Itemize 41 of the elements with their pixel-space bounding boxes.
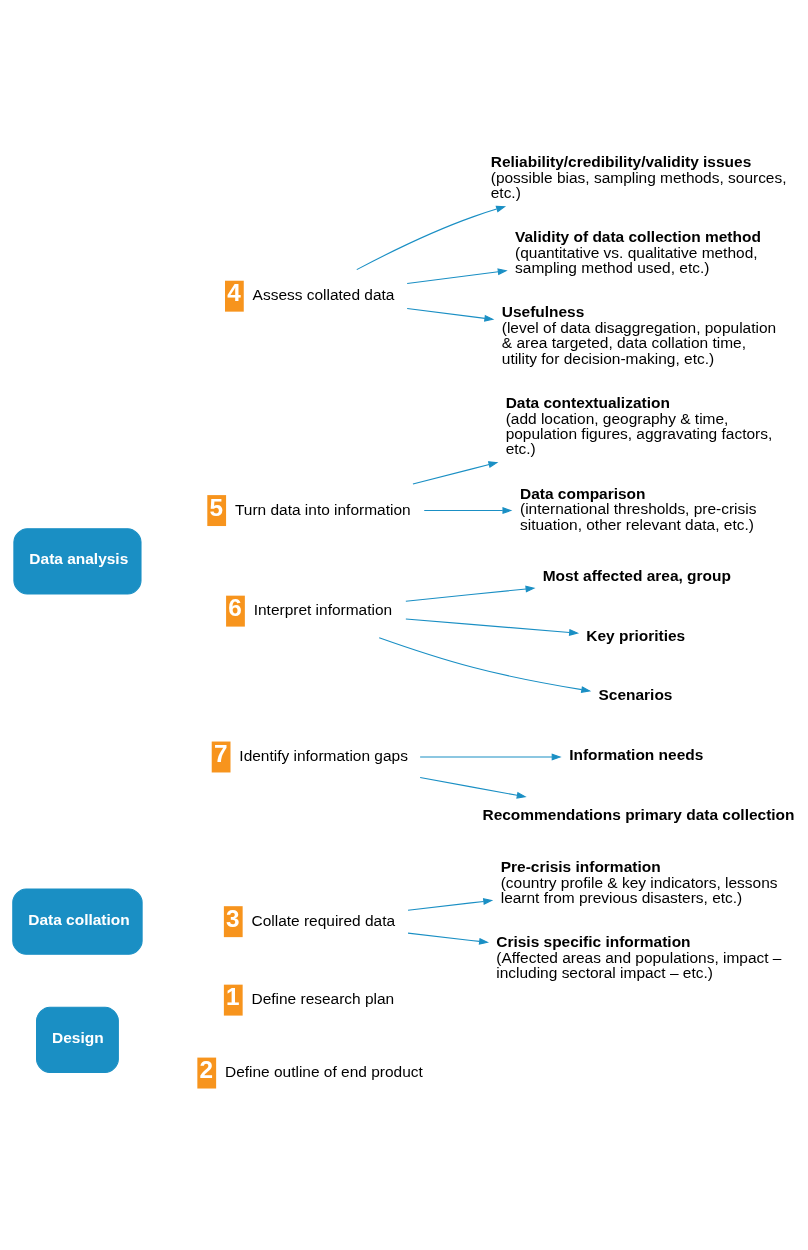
node-box: 6 — [226, 595, 245, 627]
arrow — [406, 267, 508, 284]
arrow — [378, 636, 592, 693]
arrow — [412, 460, 499, 485]
arrow — [407, 932, 490, 945]
node-box: Design — [36, 1006, 119, 1073]
node-text: Most affected area, group — [542, 566, 731, 584]
node-box: 5 — [207, 494, 227, 526]
node-box: Data analysis — [13, 527, 142, 595]
node-label: Interpret information — [253, 600, 393, 618]
node-label: Collate required data — [251, 911, 396, 929]
arrow — [419, 776, 527, 799]
node-label: Turn data into information — [234, 500, 411, 518]
node-label: Assess collated data — [252, 285, 395, 303]
node-text: Scenarios — [598, 685, 673, 703]
arrow — [419, 753, 562, 760]
node-text: Crisis specific information (Affected areas and populations, impact – including sectoral impact – etc.) — [496, 932, 782, 981]
arrow — [405, 618, 580, 636]
node-text: Key priorities — [586, 626, 686, 644]
node-box: 2 — [197, 1057, 217, 1089]
node-text: Usefulness (level of data disaggregation, population & area targeted, data collation time, utility for decision-making, etc.) — [501, 302, 777, 367]
node-text: Recommendations primary data collection — [482, 805, 795, 823]
node-box: 7 — [211, 741, 231, 772]
arrow — [406, 307, 495, 322]
arrow — [423, 506, 513, 514]
node-label: Define research plan — [251, 989, 395, 1007]
node-box: Data collation — [12, 888, 143, 955]
arrow — [407, 897, 494, 911]
node-label: Identify information gaps — [239, 746, 408, 764]
node-text: Data contextualization (add location, geography & time, population figures, aggravating factors, etc.) — [505, 393, 773, 457]
node-box: 3 — [223, 905, 243, 937]
node-text: Validity of data collection method (quantitative vs. qualitative method, sampling method used, etc.) — [515, 227, 761, 276]
node-box: 4 — [225, 280, 244, 312]
node-text: Data comparison (international thresholds, pre-crisis situation, other relevant data, etc.) — [520, 484, 757, 533]
node-text: Pre-crisis information (country profile & key indicators, lessons learnt from previous disasters, etc.) — [500, 857, 778, 906]
arrow — [356, 205, 507, 270]
node-label: Define outline of end product — [224, 1062, 423, 1080]
node-text: Information needs — [569, 745, 704, 763]
node-box: 1 — [223, 984, 243, 1016]
node-text: Reliability/credibility/validity issues (possible bias, sampling methods, sources, etc.) — [490, 152, 787, 201]
arrow — [405, 585, 536, 602]
